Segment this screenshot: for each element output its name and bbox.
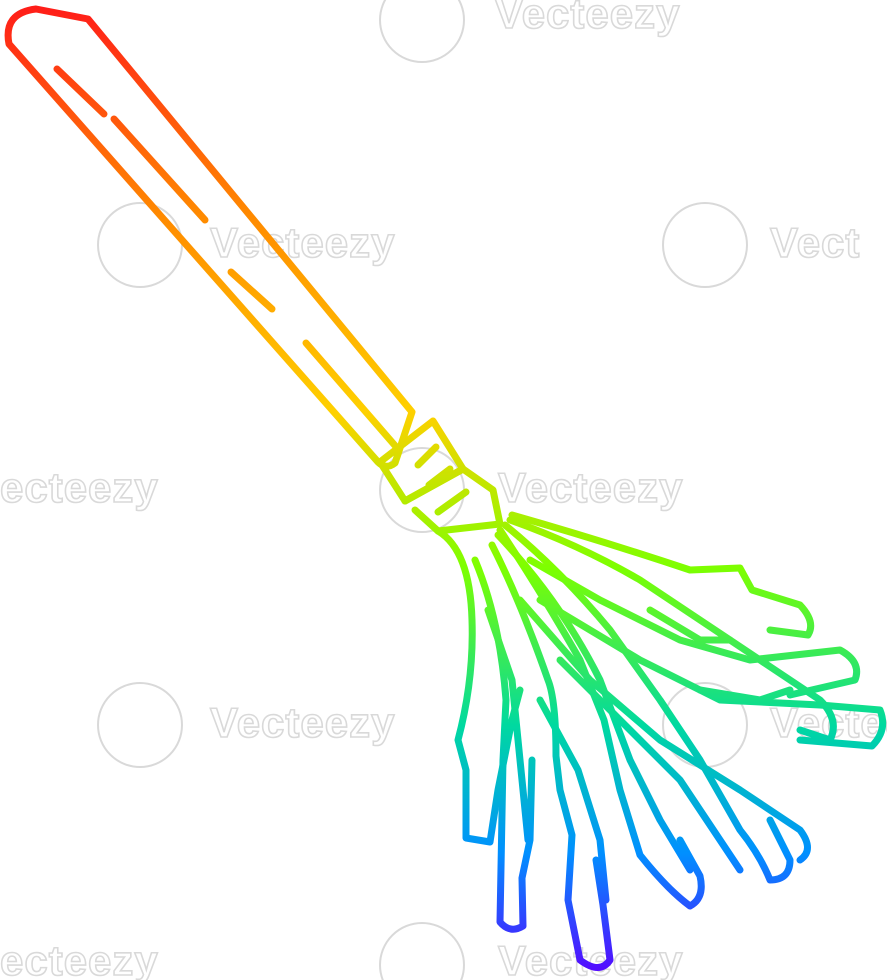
- watermark-text: Vecteezy: [498, 464, 683, 511]
- watermark-logo-icon: [97, 682, 183, 768]
- watermark-logo-icon: [379, 0, 465, 63]
- watermark-text: ecteezy: [0, 464, 159, 511]
- watermark-text: Vecteezy: [210, 699, 395, 746]
- watermark-text: Vecteezy: [495, 0, 680, 37]
- broom-icon: [4, 5, 887, 971]
- watermark-text: Vect: [770, 219, 860, 266]
- watermark-logo-icon: [379, 922, 465, 980]
- broom-bristles: [434, 511, 887, 971]
- broom-binding: [376, 417, 504, 535]
- watermark-text: Vecteezy: [210, 219, 395, 266]
- watermark-logo-icon: [97, 202, 183, 288]
- watermark-logo-icon: [662, 202, 748, 288]
- watermark-text: Vecteezy: [498, 937, 683, 980]
- watermark-text: ecteezy: [0, 937, 159, 980]
